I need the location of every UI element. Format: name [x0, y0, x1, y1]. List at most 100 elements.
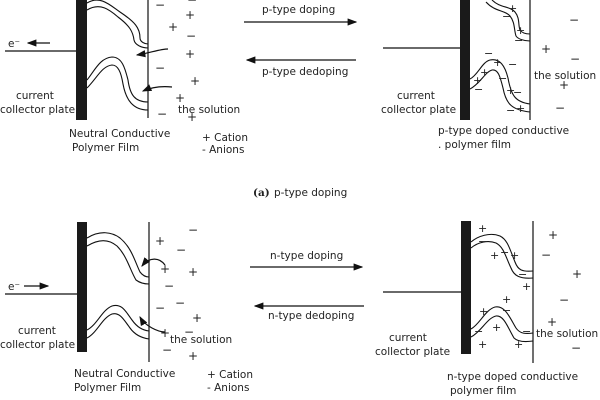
panel-b-left-neutral-film: e⁻ + − − + + − − − + + − − + current col… [0, 222, 253, 394]
caption-text: p-type doping [274, 187, 347, 199]
cation-sign: + [479, 305, 488, 318]
panel-b-reaction-arrows: n-type doping n-type dedoping [250, 250, 364, 322]
cation-sign: + [514, 338, 523, 351]
cation-sign: + [492, 321, 501, 334]
film-label-line2: Polymer Film [74, 382, 141, 394]
cation-sign: + [522, 280, 531, 293]
cation-sign: + [160, 326, 170, 340]
polymer-chain [491, 0, 531, 35]
electron-label: e⁻ [8, 281, 20, 293]
anion-sign: − [155, 0, 165, 12]
polymer-chain [86, 240, 150, 285]
legend-cation: + Cation [207, 369, 253, 381]
anion-sign: − [478, 235, 487, 248]
cation-sign: + [168, 20, 178, 34]
polymer-chain [469, 69, 531, 113]
plate-label-line2: collector plate [0, 339, 75, 351]
polymer-chain [469, 59, 531, 105]
anion-sign: − [164, 279, 174, 293]
cation-sign: + [516, 24, 525, 37]
polymer-chain [86, 313, 150, 340]
cation-sign: + [508, 2, 517, 15]
anion-sign: − [506, 104, 515, 117]
polymer-chain [86, 64, 149, 111]
plate-label-line2: collector plate [381, 104, 456, 116]
anion-sign: − [175, 296, 185, 310]
ion-migration-arrow [141, 257, 166, 267]
anion-sign: − [502, 304, 511, 317]
anion-sign: − [474, 325, 483, 338]
polymer-chain [86, 6, 149, 49]
p-doping-label: p-type doping [262, 4, 335, 16]
polymer-chain [86, 304, 150, 332]
current-collector-plate [76, 0, 87, 120]
current-collector-plate [460, 0, 470, 120]
cation-sign: + [516, 102, 525, 115]
polymer-chain [470, 306, 534, 335]
film-label-line2: Polymer Film [72, 142, 139, 154]
cation-sign: + [473, 74, 482, 87]
cation-sign: + [188, 265, 198, 279]
cation-sign: + [185, 8, 195, 22]
n-doping-label: n-type doping [270, 250, 343, 262]
film-label-line2: . polymer film [438, 139, 511, 151]
panel-a-caption: (a) p-type doping [253, 187, 347, 199]
legend-anion: - Anions [202, 144, 244, 156]
electron-label: e⁻ [8, 38, 20, 50]
anion-sign: − [513, 86, 522, 99]
film-label-line2: polymer film [450, 385, 516, 397]
anion-sign: − [508, 58, 517, 71]
cation-sign: + [541, 42, 551, 56]
cation-sign: + [493, 56, 502, 69]
legend-anion: - Anions [207, 382, 249, 394]
anion-sign: − [514, 34, 523, 47]
cation-sign: + [548, 228, 558, 242]
anion-sign: − [555, 101, 565, 115]
panel-a-left-neutral-film: e⁻ − − + + − + − + + − + current collect… [0, 0, 248, 156]
cation-sign: + [190, 74, 200, 88]
anion-sign: − [502, 10, 511, 23]
anion-sign: − [186, 29, 196, 43]
anion-sign: − [187, 0, 197, 7]
anion-sign: − [155, 61, 165, 75]
plate-label-line1: current [18, 325, 56, 337]
solution-label: the solution [170, 334, 232, 346]
anion-sign: − [559, 293, 569, 307]
ion-migration-arrow [135, 48, 169, 58]
cation-sign: + [480, 66, 489, 79]
cation-sign: + [502, 293, 511, 306]
film-label-line1: n-type doped conductive [447, 371, 578, 383]
anion-sign: − [569, 13, 579, 27]
current-collector-plate [77, 222, 87, 352]
plate-label-line1: current [16, 90, 54, 102]
plate-label-line2: collector plate [375, 346, 450, 358]
film-label-line1: Neutral Conductive [69, 128, 170, 140]
cation-sign: + [192, 311, 202, 325]
p-dedoping-label: p-type dedoping [262, 66, 348, 78]
anion-sign: − [176, 243, 186, 257]
solution-label: the solution [534, 70, 596, 82]
polymer-chain [86, 0, 149, 45]
ion-migration-arrow [141, 84, 173, 92]
anion-sign: − [188, 223, 198, 237]
anion-sign: − [157, 107, 167, 121]
film-label-line1: Neutral Conductive [74, 368, 175, 380]
plate-label-line1: current [389, 332, 427, 344]
current-collector-plate [461, 221, 471, 354]
solution-label: the solution [178, 104, 240, 116]
anion-sign: − [518, 268, 527, 281]
polymer-chain [470, 315, 534, 343]
legend-cation: + Cation [202, 132, 248, 144]
polymer-chain [470, 233, 534, 272]
polymer-chain [470, 241, 534, 279]
plate-label-line2: collector plate [0, 104, 75, 116]
panel-a-reaction-arrows: p-type doping p-type dedoping [244, 4, 358, 78]
cation-sign: + [506, 84, 515, 97]
anion-sign: − [571, 341, 581, 355]
anion-sign: − [541, 248, 551, 262]
ion-migration-arrow [139, 315, 166, 333]
plate-label-line1: current [397, 90, 435, 102]
anion-sign: − [184, 325, 194, 339]
n-dedoping-label: n-type dedoping [268, 310, 354, 322]
cation-sign: + [510, 249, 519, 262]
